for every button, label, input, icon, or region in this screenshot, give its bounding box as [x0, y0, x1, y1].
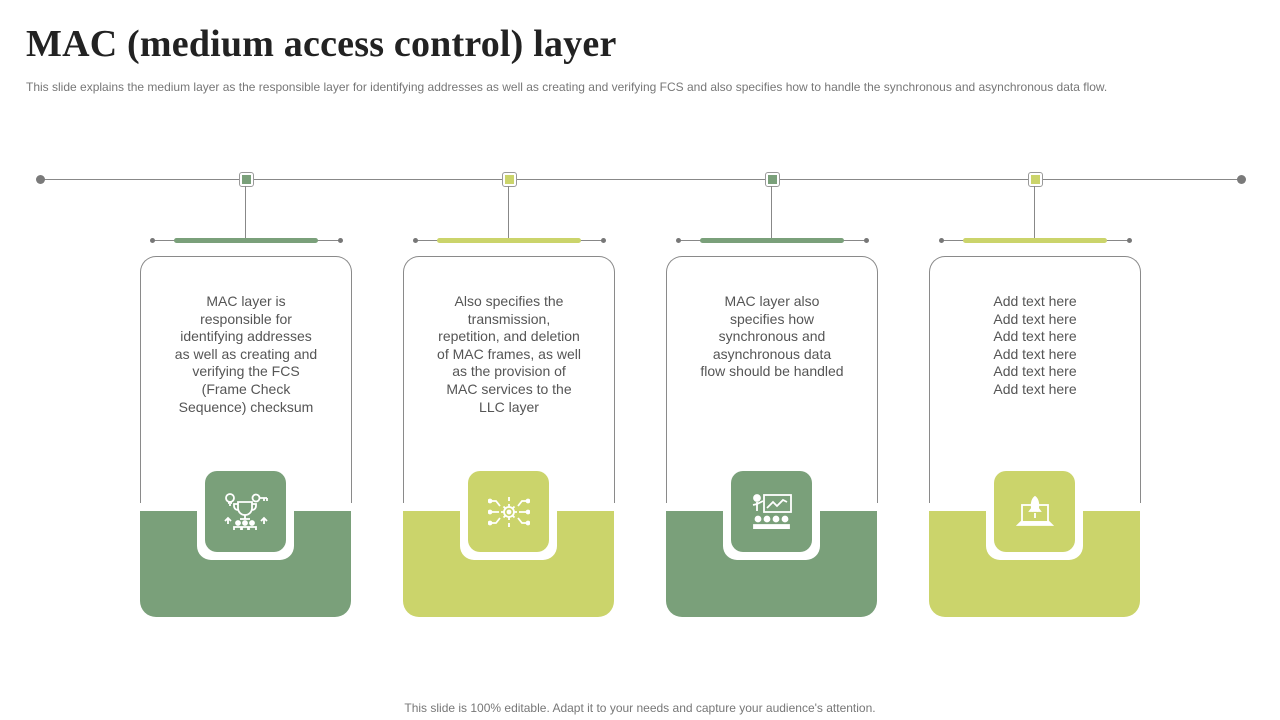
card-text: Also specifies the transmission, repetit… — [437, 293, 581, 415]
card-text: Add text here Add text here Add text her… — [993, 293, 1077, 397]
header-line-dot — [864, 238, 869, 243]
gear-network-icon — [468, 471, 549, 552]
icon-frame — [723, 463, 820, 560]
header-line-dot — [676, 238, 681, 243]
footer-note: This slide is 100% editable. Adapt it to… — [404, 701, 876, 715]
laptop-rocket-icon — [994, 471, 1075, 552]
header-accent-bar — [174, 238, 318, 243]
step-card: Add text here Add text here Add text her… — [929, 256, 1141, 503]
timeline-node — [502, 172, 517, 187]
card-text: MAC layer is responsible for identifying… — [174, 293, 318, 415]
header-line-dot — [338, 238, 343, 243]
connector-stem — [508, 186, 509, 238]
connector-stem — [1034, 186, 1035, 238]
page-subtitle: This slide explains the medium layer as … — [26, 80, 1108, 94]
trophy-key-team-icon — [205, 471, 286, 552]
step-card: MAC layer also specifies how synchronous… — [666, 256, 878, 503]
step-card: MAC layer is responsible for identifying… — [140, 256, 352, 503]
presentation-audience-icon — [731, 471, 812, 552]
timeline-end-dot — [1237, 175, 1246, 184]
timeline-node — [239, 172, 254, 187]
header-line-dot — [413, 238, 418, 243]
timeline-node — [1028, 172, 1043, 187]
step-column-4: Add text here Add text here Add text her… — [929, 0, 1141, 720]
icon-frame — [460, 463, 557, 560]
icon-frame — [986, 463, 1083, 560]
header-line-dot — [601, 238, 606, 243]
header-accent-bar — [700, 238, 844, 243]
header-accent-bar — [963, 238, 1107, 243]
step-column-2: Also specifies the transmission, repetit… — [403, 0, 615, 720]
header-accent-bar — [437, 238, 581, 243]
connector-stem — [771, 186, 772, 238]
step-column-1: MAC layer is responsible for identifying… — [140, 0, 352, 720]
card-text: MAC layer also specifies how synchronous… — [700, 293, 844, 380]
page-title: MAC (medium access control) layer — [26, 23, 617, 65]
timeline-start-dot — [36, 175, 45, 184]
step-card: Also specifies the transmission, repetit… — [403, 256, 615, 503]
header-line-dot — [150, 238, 155, 243]
timeline-node — [765, 172, 780, 187]
timeline-line — [40, 179, 1241, 180]
header-line-dot — [1127, 238, 1132, 243]
header-line-dot — [939, 238, 944, 243]
step-column-3: MAC layer also specifies how synchronous… — [666, 0, 878, 720]
icon-frame — [197, 463, 294, 560]
connector-stem — [245, 186, 246, 238]
